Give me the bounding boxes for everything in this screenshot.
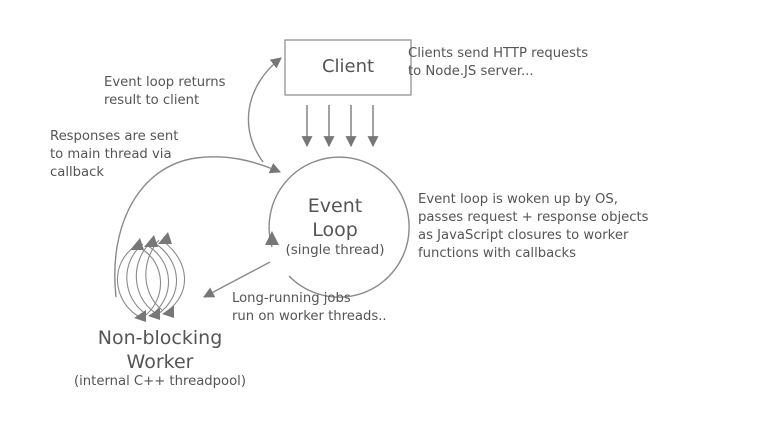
- note-line: result to client: [104, 93, 200, 108]
- event-loop-title-line: Event: [307, 195, 363, 217]
- client-label: Client: [321, 56, 375, 77]
- note-line: passes request + response objects: [418, 210, 649, 225]
- jobs-to-worker-arrow: [203, 261, 271, 298]
- worker-loop-arrowheads: [130, 232, 174, 322]
- event-loop-circle: [268, 156, 410, 298]
- responses-sent-note: Responses are sent to main thread via ca…: [50, 128, 178, 182]
- callback-arrow: [114, 156, 282, 298]
- note-line: functions with callbacks: [418, 246, 576, 261]
- note-line: Clients send HTTP requests: [408, 46, 589, 61]
- note-line: to main thread via: [50, 147, 172, 162]
- event-loop-label: Event Loop (single thread): [272, 194, 398, 258]
- return-to-client-arrow: [247, 57, 282, 163]
- note-line: callback: [50, 165, 104, 180]
- worker-label: Non-blocking Worker (internal C++ thread…: [50, 326, 270, 389]
- note-line: Event loop returns: [104, 75, 226, 90]
- long-running-note: Long-running jobs run on worker threads.…: [232, 290, 387, 326]
- note-line: run on worker threads..: [232, 309, 387, 324]
- note-line: Responses are sent: [50, 129, 179, 144]
- event-loop-title-line: Loop: [312, 219, 358, 241]
- loop-returns-note: Event loop returns result to client: [104, 74, 226, 110]
- worker-thread-loops: [116, 239, 186, 319]
- woken-up-note: Event loop is woken up by OS, passes req…: [418, 191, 649, 263]
- worker-title-line: Non-blocking: [97, 327, 223, 349]
- event-loop-subtitle: (single thread): [285, 242, 385, 258]
- note-line: to Node.JS server...: [408, 64, 534, 79]
- note-line: as JavaScript closures to worker: [418, 228, 629, 243]
- note-line: Long-running jobs: [232, 291, 351, 306]
- worker-subtitle: (internal C++ threadpool): [74, 374, 246, 389]
- event-loop-circle-arrowhead: [265, 231, 279, 245]
- worker-title-line: Worker: [126, 351, 194, 373]
- client-box: [284, 39, 412, 96]
- note-line: Event loop is woken up by OS,: [418, 192, 618, 207]
- client-requests-note: Clients send HTTP requests to Node.JS se…: [408, 45, 588, 81]
- request-arrows: [301, 105, 379, 148]
